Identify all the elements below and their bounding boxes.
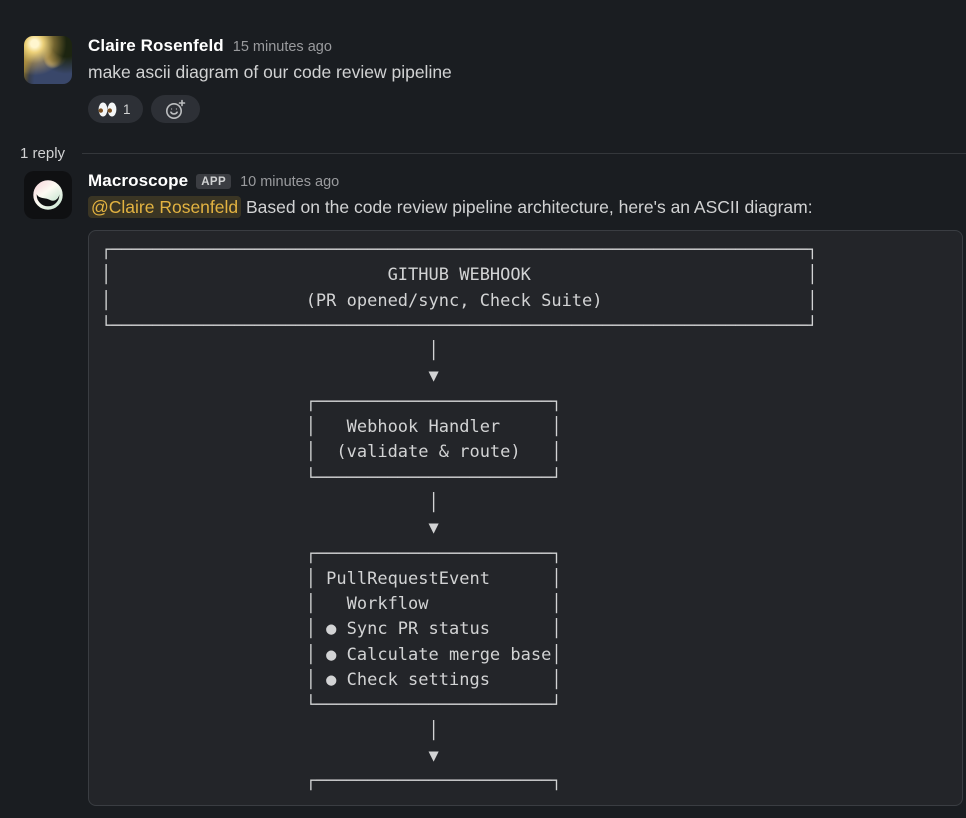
reply-text: @Claire Rosenfeld Based on the code revi…	[88, 194, 966, 221]
message-timestamp[interactable]: 15 minutes ago	[232, 39, 332, 55]
add-reaction-icon	[165, 99, 186, 120]
author-name[interactable]: Macroscope	[88, 171, 189, 190]
macroscope-logo-icon	[24, 171, 72, 219]
add-reaction-button[interactable]	[150, 95, 200, 123]
author-name[interactable]: Claire Rosenfeld	[88, 36, 224, 55]
parent-message: Claire Rosenfeld 15 minutes ago make asc…	[0, 0, 966, 123]
ascii-diagram: ┌───────────────────────────────────────…	[101, 240, 818, 792]
claire-avatar[interactable]	[24, 36, 72, 84]
reply-text-body: Based on the code review pipeline archit…	[241, 197, 813, 217]
message-text: make ascii diagram of our code review pi…	[88, 62, 452, 82]
eyes-reaction-pill[interactable]: 1	[88, 95, 143, 123]
reactions-row: 1	[88, 95, 954, 123]
reply-count-bar: 1 reply	[0, 145, 966, 162]
reply-divider-line	[82, 153, 966, 154]
message-timestamp[interactable]: 10 minutes ago	[240, 174, 340, 190]
reply-message: Macroscope APP 10 minutes ago @Claire Ro…	[0, 171, 966, 806]
mention-chip[interactable]: @Claire Rosenfeld	[88, 196, 242, 218]
app-badge: APP	[196, 173, 232, 189]
code-block: ┌───────────────────────────────────────…	[88, 230, 963, 806]
reaction-count: 1	[123, 101, 131, 117]
reply-count-label: 1 reply	[20, 145, 66, 162]
eyes-emoji-icon	[98, 102, 117, 117]
macroscope-avatar[interactable]	[24, 171, 72, 219]
